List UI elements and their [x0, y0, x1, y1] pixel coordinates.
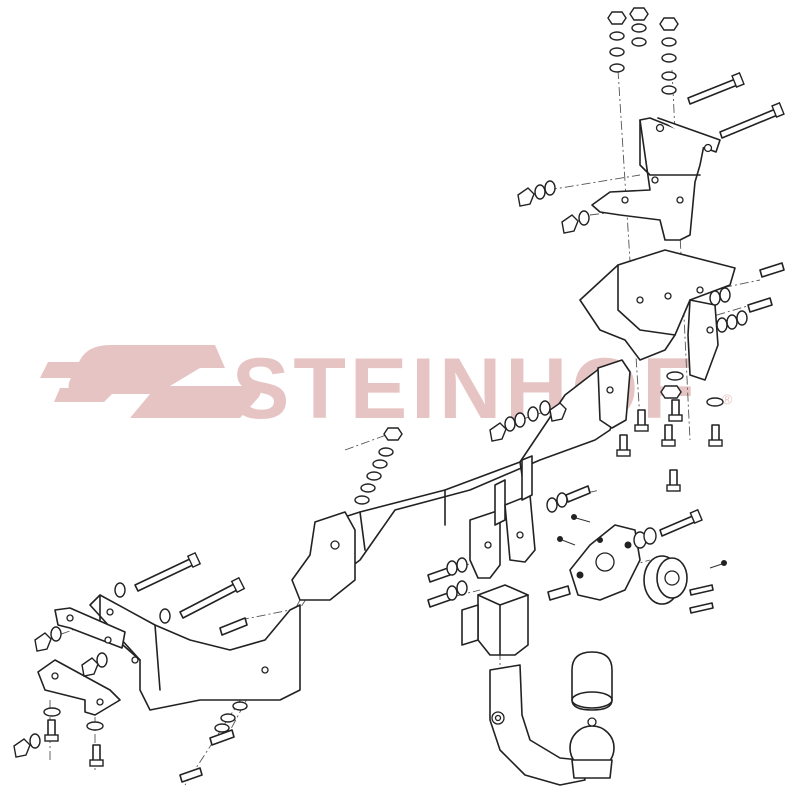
- watermark-registered-mark: ®: [722, 391, 733, 407]
- short-horizontal-bolts: [179, 262, 785, 783]
- side-nuts-right: [660, 287, 748, 407]
- top-nut-stack-middle: [629, 7, 649, 47]
- left-nuts: [13, 582, 248, 758]
- right-side-bracket: [579, 249, 736, 381]
- short-vertical-bolts: [44, 399, 723, 767]
- receiver-block: [461, 584, 529, 656]
- electrical-socket: [643, 555, 688, 605]
- top-nut-stack-right: [659, 17, 679, 95]
- bolts: [44, 72, 785, 783]
- socket-plate: [569, 524, 641, 601]
- lower-mid-nuts: [446, 492, 657, 601]
- socket-screws: [557, 514, 727, 569]
- diagonal-nut-stack: [354, 427, 403, 505]
- nuts: [13, 7, 748, 758]
- left-side-bracket: [89, 594, 301, 711]
- main-crossbar: [291, 359, 631, 601]
- side-nuts-upper-left: [517, 180, 590, 234]
- steinhof-watermark: STEINHOF ®: [40, 341, 733, 437]
- crossbar-nuts: [489, 400, 567, 442]
- left-mount-plate: [37, 607, 126, 716]
- tow-ball: [569, 717, 615, 779]
- tow-ball-neck: [489, 664, 586, 786]
- steinhof-logo-swoosh-icon: [40, 345, 261, 418]
- crossbar-tabs: [469, 455, 536, 579]
- top-nut-stack-left: [607, 11, 627, 73]
- ball-cap: [571, 651, 613, 711]
- right-mount-plate: [591, 117, 721, 241]
